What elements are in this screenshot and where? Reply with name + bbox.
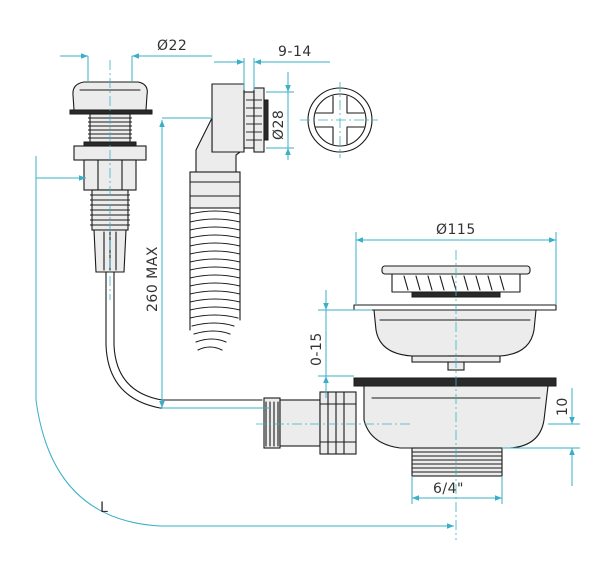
overflow-hose-assembly	[189, 83, 269, 351]
dim-hose-length: 260 MAX	[145, 246, 161, 312]
outlet-body	[263, 377, 557, 477]
dim-outlet-height: 10	[555, 397, 571, 416]
center-lines	[109, 60, 457, 540]
dim-strainer-diameter: Ø115	[436, 222, 476, 238]
dimension-lines	[35, 53, 580, 529]
dim-adjust-range: 0-15	[309, 332, 325, 366]
dim-overflow-cap-diameter: Ø22	[157, 38, 187, 54]
basket-strainer	[353, 265, 557, 371]
dim-thread-size: 6/4"	[433, 481, 464, 497]
dimension-labels: Ø22 9-14 Ø28 Ø115 260 MAX 0-15 10 6/4" L	[100, 38, 571, 516]
dim-overflow-diameter: Ø28	[271, 110, 287, 140]
dim-total-length: L	[100, 500, 108, 516]
dim-clamp-range: 9-14	[278, 44, 312, 60]
